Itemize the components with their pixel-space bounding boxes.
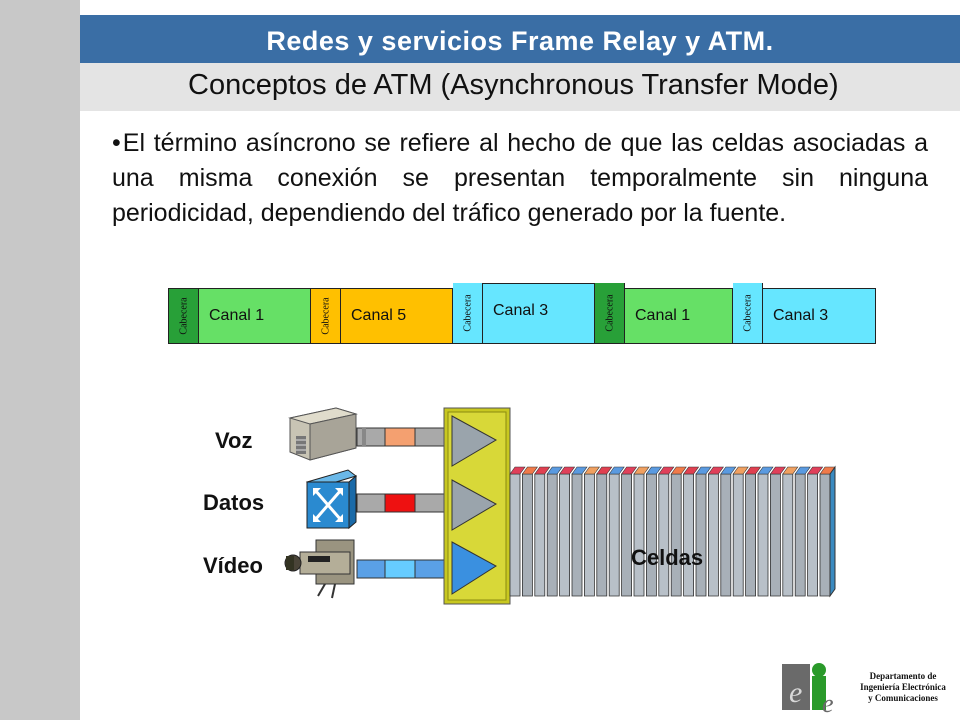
atm-cell (745, 473, 756, 597)
atm-cell-top (596, 466, 613, 475)
cell-body-4: Canal 1 (625, 289, 733, 343)
body-paragraph: •El término asíncrono se refiere al hech… (112, 126, 928, 231)
multiplexer-box (443, 407, 511, 605)
cell-header-5: Cabecera (733, 283, 763, 343)
atm-cell-top (534, 466, 551, 475)
slide-subtitle: Conceptos de ATM (Asynchronous Transfer … (188, 69, 839, 101)
atm-cell-top (509, 466, 526, 475)
atm-cell (720, 473, 732, 597)
atm-cell-top (645, 466, 662, 475)
cell-stack (509, 465, 836, 598)
atm-cell-top (782, 466, 799, 475)
atm-cell-top (559, 466, 576, 475)
atm-cell (608, 473, 620, 597)
atm-cell (596, 473, 608, 597)
video-label: Vídeo (203, 553, 263, 578)
atm-cell-top (732, 466, 749, 475)
atm-cell-top (658, 466, 675, 475)
atm-cell-top (670, 466, 687, 475)
atm-cell (807, 473, 818, 597)
atm-cell (534, 473, 546, 597)
phone-device-icon (288, 407, 358, 461)
department-name: Departamento de Ingeniería Electrónica y… (848, 671, 958, 704)
atm-cell (782, 473, 794, 597)
atm-cell (683, 473, 694, 597)
video-camera-icon (284, 539, 355, 599)
atm-cell-top (695, 466, 712, 475)
atm-cell (621, 473, 632, 597)
atm-cell-top (807, 466, 824, 475)
slide-title: Redes y servicios Frame Relay y ATM. (266, 26, 774, 56)
atm-cell (757, 473, 769, 597)
atm-cell-top (521, 466, 538, 475)
atm-cell (670, 473, 682, 597)
atm-cell-top (583, 466, 600, 475)
atm-cell (522, 473, 533, 597)
atm-cell (770, 473, 781, 597)
cell-body-2: Canal 5 (341, 289, 453, 343)
cell-header-2: Cabecera (311, 289, 341, 343)
atm-cell-top (720, 466, 737, 475)
atm-cell-top (608, 466, 625, 475)
cell-body-5: Canal 3 (763, 289, 875, 343)
cell-stack-side (829, 465, 836, 598)
atm-cell (559, 473, 570, 597)
cell-header-4: Cabecera (595, 283, 625, 343)
atm-cell-top (683, 466, 700, 475)
atm-cell-top (794, 466, 811, 475)
cell-body-3: Canal 3 (483, 283, 595, 343)
atm-cell (509, 473, 521, 597)
data-label: Datos (203, 490, 265, 515)
atm-cell-top (546, 466, 563, 475)
atm-cell (633, 473, 645, 597)
switch-device-icon (305, 469, 358, 530)
data-pipe (356, 493, 446, 513)
atm-cell-top (633, 466, 650, 475)
atm-cell (695, 473, 707, 597)
atm-cell (571, 473, 583, 597)
cell-header-1: Cabecera (169, 289, 199, 343)
atm-cell (646, 473, 657, 597)
header-band (80, 15, 960, 63)
logo-line-2: Ingeniería Electrónica (860, 682, 946, 692)
video-pipe (356, 559, 446, 579)
atm-cell (819, 473, 831, 597)
atm-cell (794, 473, 806, 597)
cell-frame: Cabecera Canal 1 Cabecera Canal 5 Cabece… (168, 283, 876, 344)
atm-cell (708, 473, 719, 597)
subheader-band (80, 63, 960, 111)
cells-label: Celdas (631, 545, 704, 570)
atm-cell-top (571, 466, 588, 475)
atm-cell (732, 473, 744, 597)
atm-cell-top (769, 466, 786, 475)
cell-header-3: Cabecera (453, 283, 483, 343)
body-text: El término asíncrono se refiere al hecho… (112, 129, 928, 227)
left-sidebar-bar (0, 0, 80, 720)
logo-line-1: Departamento de (869, 671, 937, 681)
atm-cell (658, 473, 670, 597)
atm-cell-top (707, 466, 724, 475)
atm-cell-top (757, 466, 774, 475)
atm-cell (584, 473, 595, 597)
logo-line-3: y Comunicaciones (868, 693, 938, 703)
atm-cell-top (745, 466, 762, 475)
bullet-mark: • (112, 129, 121, 157)
atm-cell (546, 473, 558, 597)
cell-body-1: Canal 1 (199, 289, 311, 343)
voice-label: Voz (215, 428, 253, 453)
atm-cell-top (621, 466, 638, 475)
voice-pipe (356, 427, 446, 447)
